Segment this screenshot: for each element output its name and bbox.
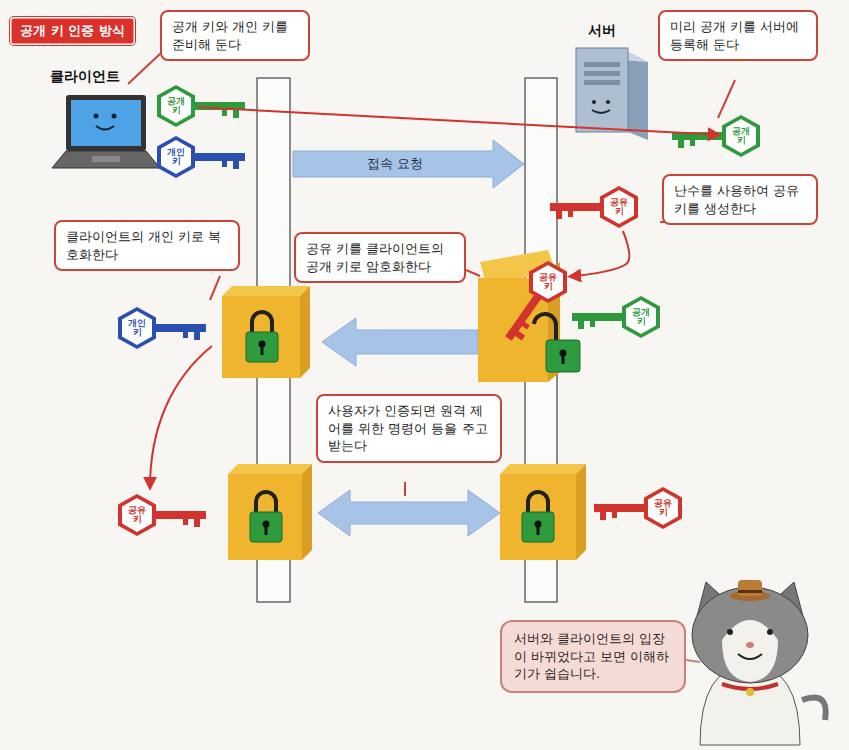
callout-box: 난수를 사용하여 공유 키를 생성한다 bbox=[662, 174, 818, 225]
key-badge: 공유 키 bbox=[599, 185, 639, 229]
cat-mascot bbox=[686, 580, 826, 745]
key-badge: 공유 키 bbox=[117, 493, 157, 537]
node-text: 공개 키와 개인 키를 준비해 둔다 bbox=[172, 18, 298, 53]
callout-box: 공유 키를 클라이언트의 공개 키로 암호화한다 bbox=[294, 232, 466, 283]
node-text: 공유 키 bbox=[127, 506, 148, 525]
key-flow-arrow bbox=[198, 107, 719, 135]
key-badge: 공유 키 bbox=[528, 260, 568, 304]
key-badge: 공개 키 bbox=[621, 295, 661, 339]
callout-box: 미리 공개 키를 서버에 등록해 둔다 bbox=[658, 10, 818, 61]
key-badge: 공유 키 bbox=[643, 486, 683, 530]
node-text: 개인 키 bbox=[127, 319, 148, 338]
node-text: 미리 공개 키를 서버에 등록해 둔다 bbox=[670, 18, 806, 53]
laptop-icon bbox=[52, 95, 160, 168]
locked-box bbox=[228, 464, 312, 560]
open-box bbox=[478, 250, 580, 382]
locked-box bbox=[222, 286, 310, 378]
key-badge: 공개 키 bbox=[156, 84, 196, 128]
return-arrow bbox=[322, 318, 478, 366]
callout-leader bbox=[128, 52, 735, 496]
key-shaft bbox=[154, 102, 724, 527]
exchange-arrow bbox=[318, 490, 500, 536]
key-badge: 공개 키 bbox=[721, 114, 761, 158]
key-flow-arrow bbox=[570, 231, 629, 277]
node-text: 공유 키 bbox=[609, 198, 630, 217]
client-label: 클라이언트 bbox=[50, 68, 120, 86]
server-label: 서버 bbox=[588, 22, 616, 40]
speech-bubble: 서버와 클라이언트의 입장이 바뀌었다고 보면 이해하기가 쉽습니다. bbox=[500, 620, 686, 693]
node-text: 개인 키 bbox=[166, 148, 187, 167]
node-text: 사용자가 인증되면 원격 제어를 위한 명령어 등을 주고받는다 bbox=[328, 402, 490, 455]
node-text: 클라이언트의 개인 키로 복호화한다 bbox=[66, 228, 228, 263]
node-text: 공유 키 bbox=[653, 499, 674, 518]
callout-box: 클라이언트의 개인 키로 복호화한다 bbox=[54, 220, 240, 271]
arrow-label: 접속 요청 bbox=[367, 155, 423, 173]
node-text: 서버와 클라이언트의 입장이 바뀌었다고 보면 이해하기가 쉽습니다. bbox=[514, 630, 672, 683]
server-icon bbox=[576, 48, 648, 140]
node-text: 공개 키 bbox=[166, 97, 187, 116]
key-badge: 개인 키 bbox=[117, 306, 157, 350]
node-text: 공유 키를 클라이언트의 공개 키로 암호화한다 bbox=[306, 240, 454, 275]
node-text: 공개 키 bbox=[631, 308, 652, 327]
flow-arrow bbox=[150, 346, 212, 488]
node-text: 공개 키 bbox=[731, 127, 752, 146]
node-text: 공유 키 bbox=[538, 273, 559, 292]
callout-box: 공개 키와 개인 키를 준비해 둔다 bbox=[160, 10, 310, 61]
locked-box bbox=[500, 464, 586, 560]
diagram-title: 공개 키 인증 방식 bbox=[10, 17, 135, 45]
node-text: 난수를 사용하여 공유 키를 생성한다 bbox=[674, 182, 806, 217]
key-badge: 개인 키 bbox=[156, 135, 196, 179]
request-arrow bbox=[293, 140, 524, 188]
callout-box: 사용자가 인증되면 원격 제어를 위한 명령어 등을 주고받는다 bbox=[316, 394, 502, 463]
